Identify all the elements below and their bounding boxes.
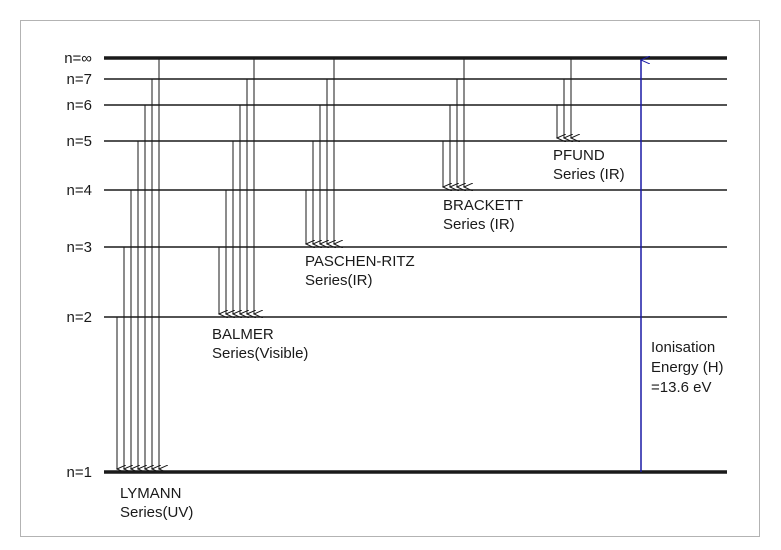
series-region-balmer: Series(Visible) [212, 345, 308, 362]
energy-level-label-n5: n=5 [67, 133, 92, 150]
series-name-lymann: LYMANN [120, 485, 181, 502]
energy-level-label-n7: n=7 [67, 71, 92, 88]
energy-level-label-n1: n=1 [67, 464, 92, 481]
ionisation-group: Ionisation Energy (H) =13.6 eV [641, 60, 724, 472]
energy-level-label-n6: n=6 [67, 97, 92, 114]
series-region-lymann: Series(UV) [120, 504, 193, 521]
series-region-paschen: Series(IR) [305, 272, 373, 289]
series-labels: LYMANN Series(UV) BALMER Series(Visible) PAS… [120, 147, 625, 521]
series-name-paschen: PASCHEN-RITZ [305, 253, 415, 270]
ionisation-label-line3: =13.6 eV [651, 379, 711, 396]
energy-level-label-n4: n=4 [67, 182, 92, 199]
energy-level-label-n2: n=2 [67, 309, 92, 326]
series-region-pfund: Series (IR) [553, 166, 625, 183]
series-name-balmer: BALMER [212, 326, 274, 343]
energy-level-label-n3: n=3 [67, 239, 92, 256]
series-region-brackett: Series (IR) [443, 216, 515, 233]
ionisation-label-line2: Energy (H) [651, 359, 724, 376]
energy-level-label-ninf: n=∞ [64, 50, 92, 67]
ionisation-label-line1: Ionisation [651, 339, 715, 356]
series-name-brackett: BRACKETT [443, 197, 523, 214]
series-name-pfund: PFUND [553, 147, 605, 164]
transitions [117, 58, 571, 469]
energy-levels: n=1 n=2 n=3 n=4 n=5 n=6 n=7 n=∞ [64, 50, 727, 481]
diagram-frame [20, 20, 760, 537]
